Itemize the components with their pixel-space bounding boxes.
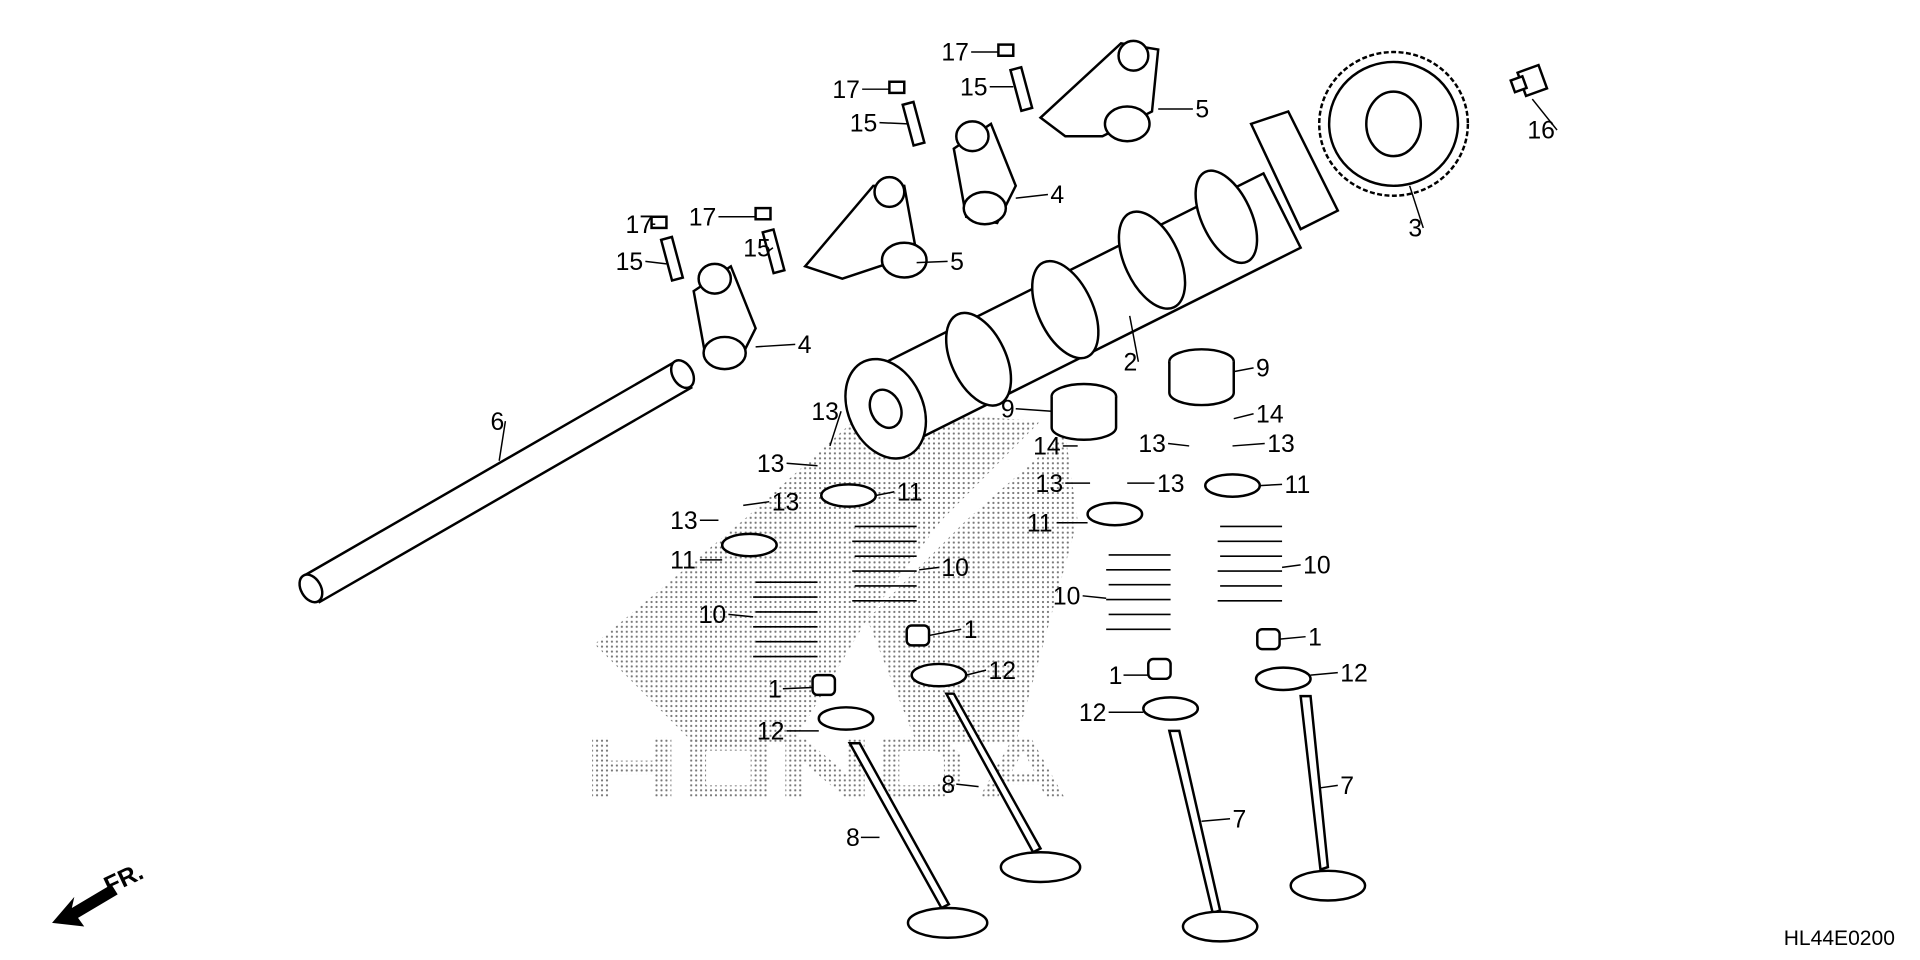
- leader-line: [1531, 98, 1558, 131]
- leader-line: [919, 566, 940, 571]
- leader-line: [767, 247, 774, 253]
- leader-line: [1128, 315, 1140, 362]
- callout-5: 5: [950, 249, 964, 276]
- callout-17: 17: [626, 212, 654, 239]
- callout-10: 10: [941, 555, 969, 582]
- callout-12: 12: [757, 719, 785, 746]
- valve-assemblies: [720, 348, 1367, 943]
- callout-12: 12: [1079, 700, 1107, 727]
- callout-11: 11: [897, 479, 923, 506]
- leader-line: [1015, 193, 1049, 199]
- leader-line: [875, 491, 895, 497]
- callout-13: 13: [757, 451, 785, 478]
- callout-12: 12: [988, 658, 1016, 685]
- callout-11: 11: [670, 548, 696, 575]
- callout-17: 17: [832, 77, 860, 104]
- leader-line: [1015, 408, 1052, 412]
- bolt: [1509, 63, 1549, 98]
- callout-17: 17: [689, 204, 717, 231]
- callout-4: 4: [798, 332, 812, 359]
- leader-line: [829, 411, 842, 447]
- callout-13: 13: [1036, 471, 1064, 498]
- leader-line: [916, 260, 948, 264]
- leader-line: [743, 500, 770, 507]
- leader-line: [1233, 367, 1254, 373]
- leader-line: [782, 686, 813, 690]
- callout-13: 13: [1267, 431, 1295, 458]
- callout-9: 9: [1256, 356, 1270, 383]
- leader-line: [1232, 442, 1265, 447]
- leader-line: [928, 628, 962, 637]
- callout-10: 10: [1053, 583, 1081, 610]
- camshaft: [844, 109, 1340, 460]
- callout-1: 1: [1109, 663, 1123, 690]
- front-direction-indicator: FR.: [52, 858, 148, 927]
- leader-line: [966, 669, 987, 676]
- oil-pipe: [298, 359, 696, 604]
- callout-8: 8: [941, 772, 955, 799]
- leader-line: [498, 421, 507, 461]
- adjusters-and-nuts: [650, 43, 1034, 283]
- callout-13: 13: [1138, 431, 1166, 458]
- honda-logo-watermark: [592, 408, 1078, 799]
- callout-5: 5: [1195, 97, 1209, 124]
- callout-1: 1: [1308, 624, 1322, 651]
- callout-13: 13: [1157, 471, 1185, 498]
- leader-line: [645, 260, 667, 265]
- callout-13: 13: [772, 489, 800, 516]
- callout-7: 7: [1340, 773, 1354, 800]
- callout-17: 17: [941, 40, 969, 67]
- callout-12: 12: [1340, 660, 1368, 687]
- callout-1: 1: [768, 676, 782, 703]
- leader-line: [879, 121, 909, 125]
- leader-line: [1408, 185, 1424, 229]
- callout-6: 6: [491, 409, 505, 436]
- callout-13: 13: [670, 508, 698, 535]
- leader-line: [1320, 784, 1338, 789]
- cam-sprocket: [1317, 50, 1470, 197]
- callout-15: 15: [960, 74, 988, 101]
- callout-10: 10: [1303, 553, 1331, 580]
- callout-13: 13: [811, 399, 839, 426]
- callout-9: 9: [1001, 396, 1015, 423]
- callout-15: 15: [616, 249, 644, 276]
- callout-2: 2: [1124, 349, 1138, 376]
- rocker-arms: [692, 39, 1160, 371]
- callout-14: 14: [1033, 434, 1061, 461]
- leader-line: [1233, 413, 1254, 420]
- leader-line: [1310, 671, 1338, 676]
- callout-11: 11: [1285, 472, 1311, 499]
- callout-4: 4: [1050, 182, 1064, 209]
- callout-8: 8: [846, 825, 860, 852]
- callout-1: 1: [964, 617, 978, 644]
- callout-15: 15: [850, 110, 878, 137]
- leader-line: [1279, 635, 1306, 640]
- callout-10: 10: [699, 602, 727, 629]
- callout-7: 7: [1233, 806, 1247, 833]
- leader-line: [1281, 564, 1301, 569]
- leader-line: [728, 613, 754, 618]
- callout-3: 3: [1408, 216, 1422, 243]
- leader-line: [1259, 483, 1283, 487]
- leader-line: [1201, 818, 1231, 823]
- callout-14: 14: [1256, 401, 1284, 428]
- callout-15: 15: [743, 235, 771, 262]
- leader-line: [1082, 595, 1107, 600]
- leader-line: [786, 462, 818, 467]
- leader-line: [956, 783, 979, 788]
- callout-11: 11: [1027, 510, 1053, 537]
- leader-line: [1168, 442, 1190, 447]
- front-arrow-icon: [52, 884, 118, 927]
- leader-line: [755, 343, 796, 348]
- diagram-code: HL44E0200: [1784, 927, 1895, 950]
